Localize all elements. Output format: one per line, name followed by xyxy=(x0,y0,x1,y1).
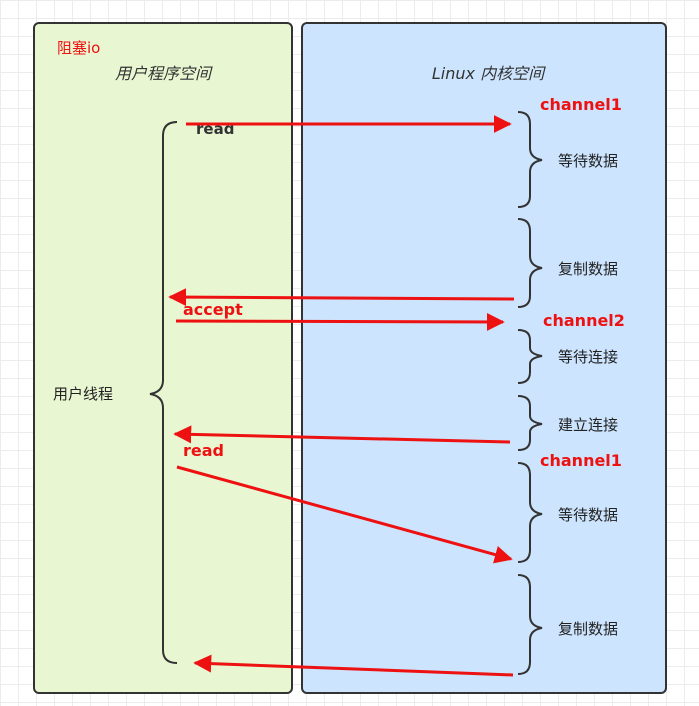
stage-label-wait-data-2: 等待数据 xyxy=(558,506,618,524)
user-thread-brace xyxy=(149,121,178,664)
stage-label-wait-connect: 等待连接 xyxy=(558,348,618,366)
operation-label-read-2: read xyxy=(183,441,224,460)
user-thread-label: 用户线程 xyxy=(53,385,113,403)
stage-label-copy-data-1: 复制数据 xyxy=(558,260,618,278)
copy-data-brace-1 xyxy=(517,218,543,308)
arrow-accept-request xyxy=(175,312,505,331)
wait-data-brace-1 xyxy=(517,111,543,208)
establish-connect-brace xyxy=(517,395,543,451)
kernel-space-title: Linux 内核空间 xyxy=(432,64,546,83)
channel-label-1-bottom: channel1 xyxy=(540,451,622,470)
stage-label-copy-data-2: 复制数据 xyxy=(558,620,618,638)
copy-data-brace-2 xyxy=(517,574,543,675)
wait-data-brace-2 xyxy=(517,462,543,563)
operation-label-accept: accept xyxy=(183,300,243,319)
arrow-copy-return-2 xyxy=(193,654,514,677)
arrow-read-request-2 xyxy=(176,465,513,564)
channel-label-1-top: channel1 xyxy=(540,95,622,114)
wait-connect-brace xyxy=(517,329,543,384)
stage-label-establish-connect: 建立连接 xyxy=(558,416,618,434)
user-space-title: 用户程序空间 xyxy=(115,64,213,83)
channel-label-2: channel2 xyxy=(543,311,625,330)
arrow-connect-return xyxy=(173,425,511,444)
arrow-copy-return-1 xyxy=(168,288,515,307)
stage-label-wait-data-1: 等待数据 xyxy=(558,152,618,170)
corner-label: 阻塞io xyxy=(57,39,100,57)
